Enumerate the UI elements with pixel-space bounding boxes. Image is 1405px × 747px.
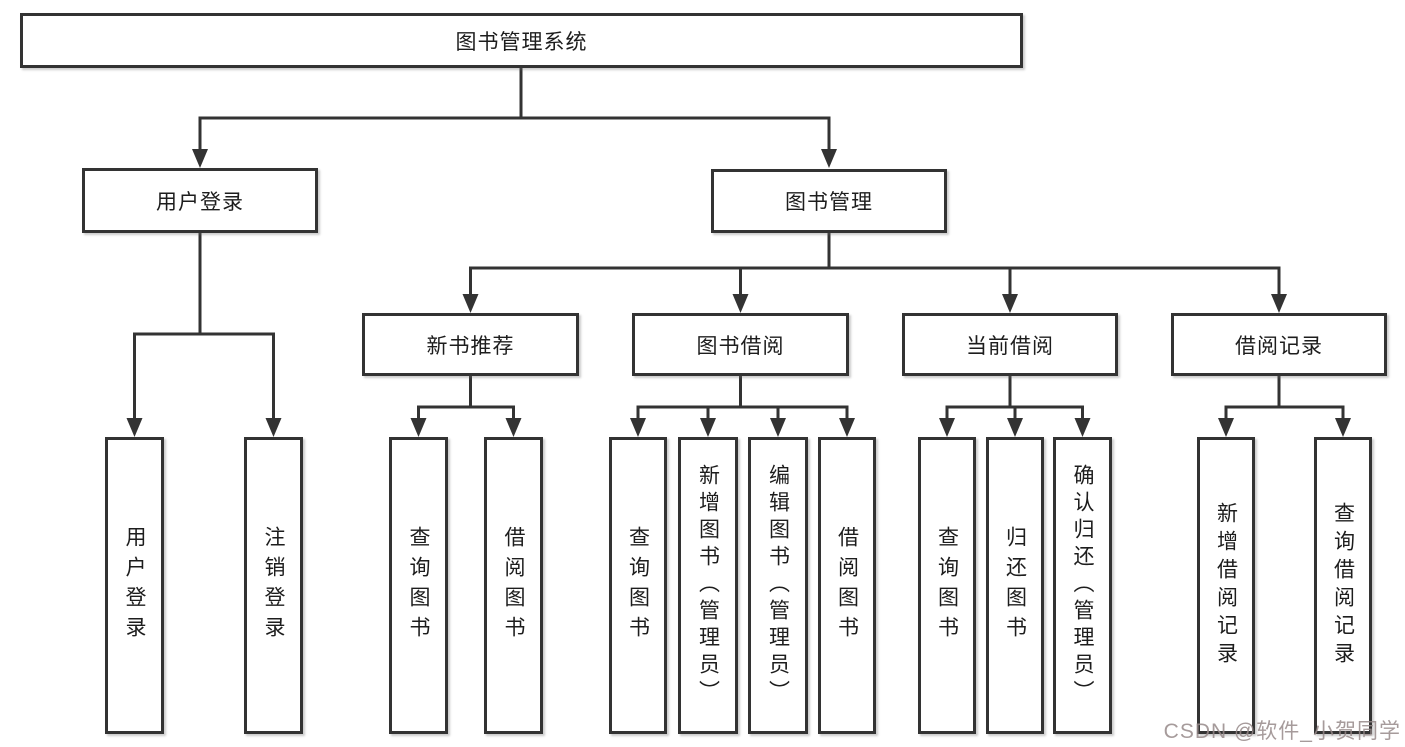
node-leaf-query-books-current: 查询图书: [918, 437, 976, 734]
node-leaf-add-borrow-record: 新增借阅记录: [1197, 437, 1255, 734]
node-leaf-user-login: 用户登录: [105, 437, 164, 734]
node-book-management: 图书管理: [711, 169, 947, 233]
node-current-borrow: 当前借阅: [902, 313, 1118, 376]
node-leaf-query-books-borrow: 查询图书: [609, 437, 667, 734]
node-leaf-borrow-books: 借阅图书: [818, 437, 876, 734]
node-user-login: 用户登录: [82, 168, 318, 233]
node-leaf-add-books-admin: 新增图书（管理员）: [678, 437, 738, 734]
node-borrow-records: 借阅记录: [1171, 313, 1387, 376]
node-book-borrow: 图书借阅: [632, 313, 849, 376]
node-new-book-recommend: 新书推荐: [362, 313, 579, 376]
node-root-library-system: 图书管理系统: [20, 13, 1023, 68]
node-leaf-confirm-return-admin: 确认归还（管理员）: [1053, 437, 1112, 734]
node-leaf-borrow-books-recommend: 借阅图书: [484, 437, 543, 734]
node-leaf-query-borrow-record: 查询借阅记录: [1314, 437, 1372, 734]
node-leaf-logout: 注销登录: [244, 437, 303, 734]
node-leaf-edit-books-admin: 编辑图书（管理员）: [748, 437, 808, 734]
node-leaf-query-books-recommend: 查询图书: [389, 437, 448, 734]
connector-segments: [133, 68, 1345, 419]
csdn-watermark: CSDN @软件_小贺同学: [1163, 720, 1401, 743]
node-leaf-return-books: 归还图书: [986, 437, 1044, 734]
